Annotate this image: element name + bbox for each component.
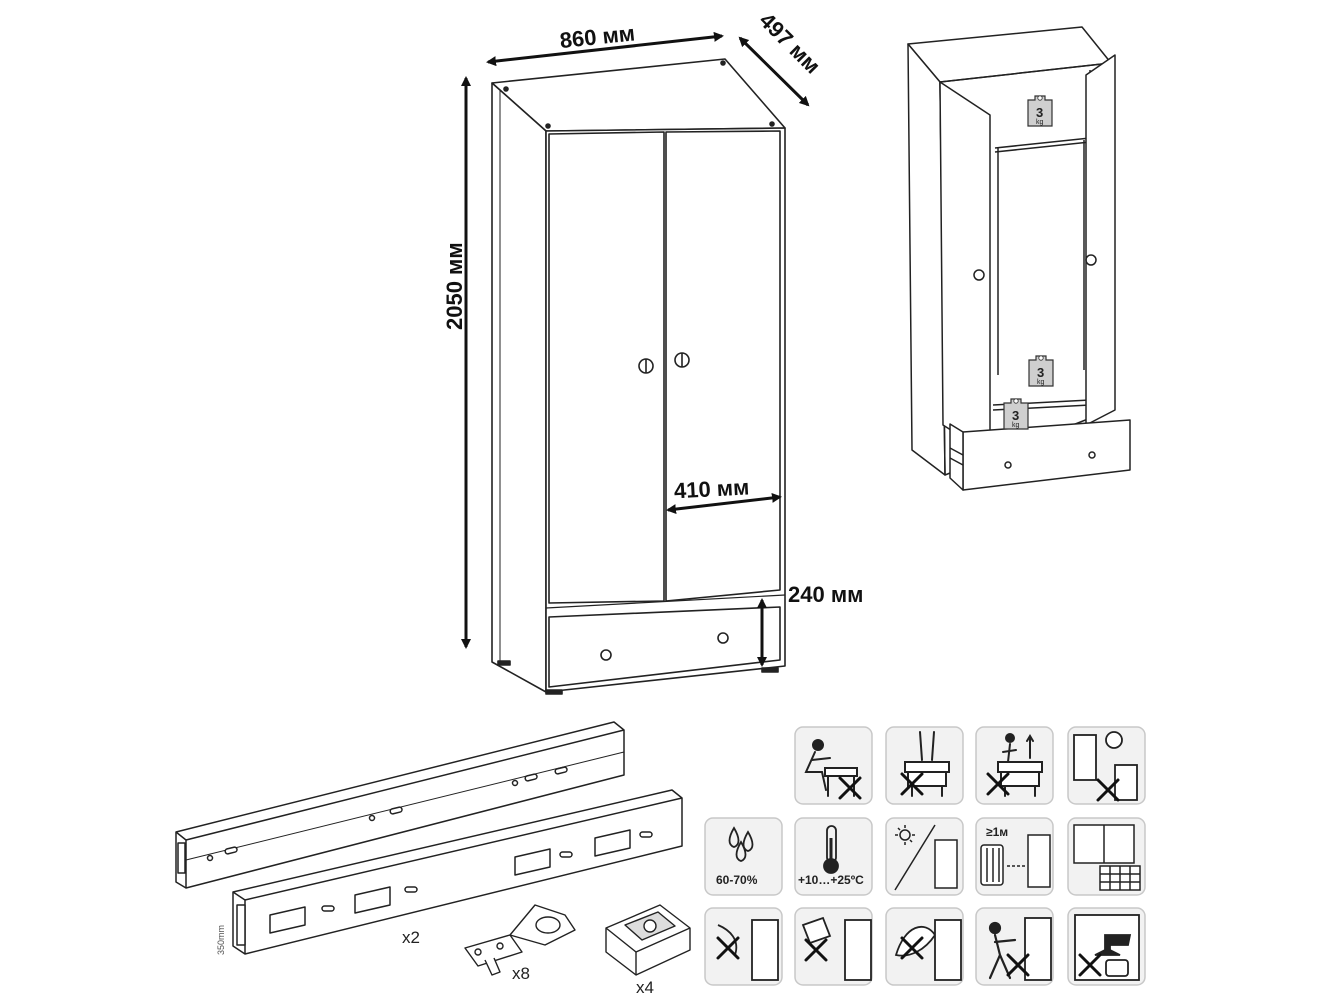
no-water-icon	[716, 919, 779, 981]
sunlight-icon	[894, 824, 958, 891]
humidity-label: 60-70%	[716, 873, 758, 887]
no-sitting-icon	[804, 739, 862, 800]
no-standing-icon	[900, 731, 950, 797]
height-label: 2050 мм	[442, 242, 467, 330]
adjustable-foot-icon	[605, 904, 691, 976]
load-weight-icon: 3 kg	[1028, 355, 1054, 387]
load-weight-icon: 3 kg	[1027, 95, 1053, 127]
feet-quantity: x4	[636, 978, 654, 997]
wardrobe-open-view	[907, 26, 1131, 491]
svg-text:kg: kg	[1036, 119, 1044, 126]
svg-text:3: 3	[1037, 365, 1044, 380]
no-pushing-icon	[988, 917, 1052, 981]
temperature-icon	[823, 825, 839, 874]
no-climbing-icon	[986, 733, 1043, 797]
svg-text:kg: kg	[1012, 422, 1020, 429]
rail-length-label: 350mm	[216, 925, 226, 955]
heater-distance-icon	[980, 834, 1051, 888]
door-assembly-icon	[1073, 731, 1138, 802]
distance-label: ≥1м	[986, 825, 1008, 839]
rails-quantity: x2	[402, 928, 420, 947]
svg-text:kg: kg	[1037, 379, 1045, 386]
hinges-quantity: x8	[512, 964, 530, 983]
svg-text:3: 3	[1036, 105, 1043, 120]
depth-label: 497 мм	[754, 8, 825, 79]
load-weight-icon: 3 kg	[1003, 398, 1029, 430]
no-abrasive-icon	[894, 919, 962, 981]
window-icon	[1073, 824, 1141, 891]
wardrobe-front-view	[491, 58, 786, 695]
hinge-icon	[464, 904, 576, 976]
no-heavy-load-icon	[1074, 914, 1140, 981]
drawer-rail	[232, 789, 683, 955]
drawer-rail	[175, 721, 625, 889]
dimension-lines	[461, 31, 810, 667]
humidity-icon	[728, 826, 754, 862]
drawer-height-label: 240 мм	[788, 582, 863, 607]
no-chemicals-icon	[801, 916, 872, 981]
door-width-label: 410 мм	[673, 474, 750, 503]
temperature-label: +10…+25ºC	[798, 873, 864, 887]
svg-text:3: 3	[1012, 408, 1019, 423]
